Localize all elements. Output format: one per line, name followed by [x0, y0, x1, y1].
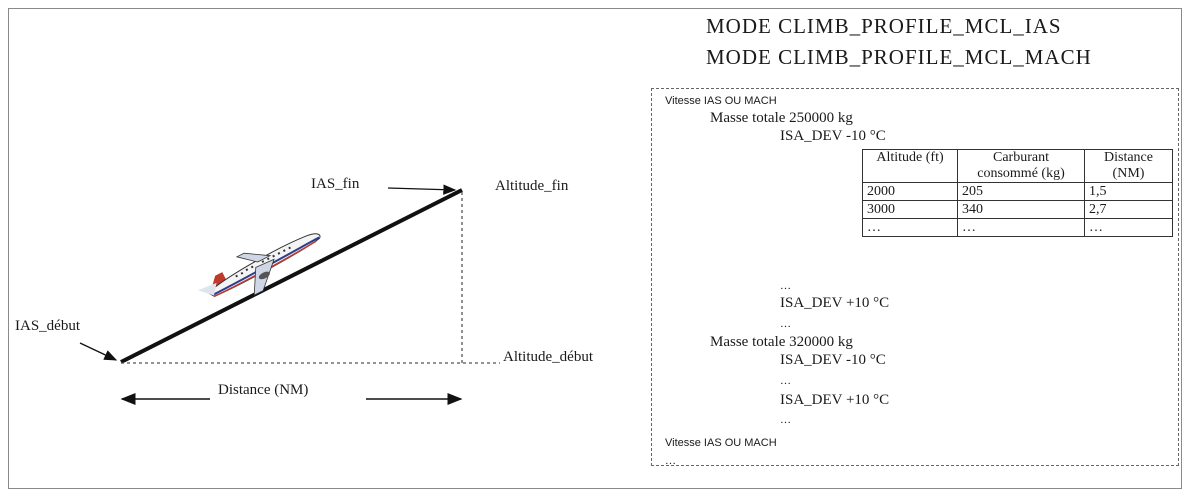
ellipsis-4: … — [780, 414, 791, 426]
isa-label-2: ISA_DEV +10 °C — [780, 295, 890, 311]
table-cell: 1,5 — [1084, 182, 1173, 201]
ellipsis-3: … — [780, 375, 791, 387]
title-mode-ias: MODE CLIMB_PROFILE_MCL_IAS — [706, 14, 1062, 38]
title-mode-mach: MODE CLIMB_PROFILE_MCL_MACH — [706, 45, 1092, 69]
ias-start-arrow — [79, 342, 118, 361]
table-cell: 2000 — [862, 182, 958, 201]
isa-label-3: ISA_DEV -10 °C — [780, 352, 886, 368]
ias-end-arrow — [387, 184, 457, 195]
table-cell: 340 — [957, 200, 1085, 219]
altitude-end-label: Altitude_fin — [495, 178, 569, 194]
col-distance: Distance (NM) — [1084, 149, 1173, 183]
figure-frame — [8, 8, 1182, 489]
isa-label-1: ISA_DEV -10 °C — [780, 128, 886, 144]
col-fuel: Carburant consommé (kg) — [957, 149, 1085, 183]
ias-start-label: IAS_début — [15, 318, 80, 334]
ellipsis-2: … — [780, 318, 791, 330]
fuel-table: Altitude (ft) Carburant consommé (kg) Di… — [862, 149, 1173, 237]
climb-diagram — [79, 184, 500, 405]
table-cell: … — [957, 218, 1085, 237]
ellipsis-1: … — [780, 280, 791, 292]
speed-label-1: Vitesse IAS OU MACH — [665, 95, 777, 107]
mass-label-1: Masse totale 250000 kg — [710, 110, 853, 126]
ellipsis-5: … — [665, 455, 676, 467]
climb-path-line — [120, 188, 463, 364]
col-altitude: Altitude (ft) — [862, 149, 958, 183]
distance-label: Distance (NM) — [218, 382, 309, 398]
table-cell: … — [1084, 218, 1173, 237]
data-structure-panel — [651, 88, 1179, 466]
mass-label-2: Masse totale 320000 kg — [710, 334, 853, 350]
table-cell: 2,7 — [1084, 200, 1173, 219]
table-row: … … … — [862, 218, 1173, 237]
isa-label-4: ISA_DEV +10 °C — [780, 392, 890, 408]
airplane-icon — [197, 233, 321, 298]
table-cell: 3000 — [862, 200, 958, 219]
table-header-row: Altitude (ft) Carburant consommé (kg) Di… — [862, 149, 1173, 183]
table-row: 2000 205 1,5 — [862, 182, 1173, 201]
altitude-start-label: Altitude_début — [503, 349, 593, 365]
ias-end-label: IAS_fin — [311, 176, 360, 192]
table-row: 3000 340 2,7 — [862, 200, 1173, 219]
table-cell: … — [862, 218, 958, 237]
speed-label-2: Vitesse IAS OU MACH — [665, 437, 777, 449]
table-cell: 205 — [957, 182, 1085, 201]
